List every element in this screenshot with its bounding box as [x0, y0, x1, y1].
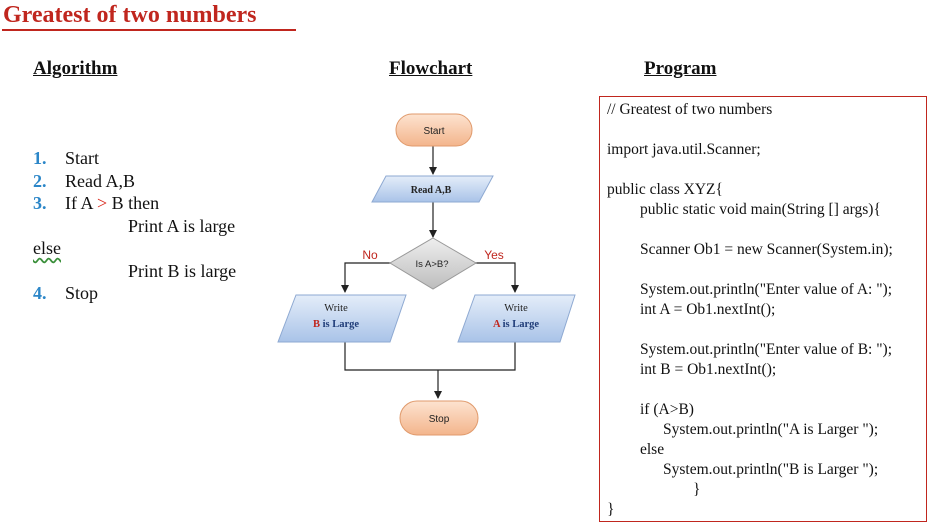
- step-text: Stop: [65, 283, 99, 303]
- code-line: System.out.println("Enter value of B: ")…: [640, 341, 893, 358]
- comparison-operator: >: [97, 193, 108, 213]
- flowchart-diagram: Start Read A,B Is A>B? No Yes Write B is…: [277, 113, 576, 436]
- code-line: public static void main(String [] args){: [640, 201, 881, 218]
- step-number: 2.: [33, 170, 47, 191]
- write-a-tail: is Large: [500, 319, 539, 330]
- code-line: import java.util.Scanner;: [607, 141, 761, 158]
- step-text: Start: [65, 148, 99, 168]
- merge-line: [344, 342, 516, 371]
- read-input-box: [371, 175, 494, 203]
- step-text: If A: [65, 193, 98, 213]
- stop-label: Stop: [429, 414, 450, 425]
- algo-step-3: 3. If A > B then: [33, 192, 236, 215]
- code-line: public class XYZ{: [607, 181, 723, 198]
- arrow-yes-branch: [473, 262, 519, 293]
- stop-terminal: [399, 400, 479, 436]
- decision-diamond: [389, 237, 477, 290]
- step-text: Read A,B: [65, 170, 135, 191]
- program-heading: Program: [644, 58, 717, 79]
- write-b-box: [277, 294, 407, 343]
- write-a-label: Write: [504, 303, 528, 314]
- write-a-box: [457, 294, 576, 343]
- code-line: System.out.println("A is Larger ");: [663, 421, 879, 438]
- write-b-text: B is Large: [313, 319, 359, 330]
- code-line: }: [693, 481, 701, 498]
- flowchart-heading: Flowchart: [389, 58, 473, 79]
- start-label: Start: [423, 126, 444, 137]
- code-line: // Greatest of two numbers: [607, 101, 773, 118]
- arrow-no-branch: [341, 262, 393, 293]
- step-number: 3.: [33, 193, 47, 213]
- code-line: }: [607, 501, 615, 518]
- code-line: int A = Ob1.nextInt();: [640, 301, 776, 318]
- title-underline: [2, 29, 296, 31]
- no-label: No: [362, 248, 378, 262]
- yes-label: Yes: [484, 248, 504, 262]
- algorithm-steps: 1. Start 2. Read A,B 3. If A > B then Print…: [33, 147, 236, 305]
- decision-label: Is A>B?: [415, 259, 448, 270]
- algo-step-4: 4. Stop: [33, 282, 236, 305]
- read-label: Read A,B: [411, 185, 452, 196]
- code-line: Scanner Ob1 = new Scanner(System.in);: [640, 241, 893, 258]
- algo-step-1: 1. Start: [33, 147, 236, 170]
- var-a: A: [493, 319, 501, 330]
- step-number: 1.: [33, 148, 47, 168]
- code-line: if (A>B): [640, 401, 694, 418]
- code-line: System.out.println("B is Larger ");: [663, 461, 879, 478]
- code-line: else: [640, 441, 665, 458]
- step-text: B then: [107, 193, 160, 213]
- write-a-text: A is Large: [493, 319, 539, 330]
- algo-else-branch: Print B is large: [128, 260, 237, 281]
- page-title: Greatest of two numbers: [3, 2, 257, 28]
- step-number: 4.: [33, 283, 47, 303]
- start-terminal: [395, 113, 473, 147]
- write-b-label: Write: [324, 303, 348, 314]
- program-code-box: // Greatest of two numbers import java.u…: [599, 96, 927, 522]
- var-b: B: [313, 319, 320, 330]
- algorithm-heading: Algorithm: [33, 58, 118, 79]
- algo-step-2: 2. Read A,B: [33, 170, 236, 193]
- write-b-tail: is Large: [320, 319, 359, 330]
- algo-then-branch: Print A is large: [128, 215, 236, 236]
- code-line: System.out.println("Enter value of A: ")…: [640, 281, 893, 298]
- code-line: int B = Ob1.nextInt();: [640, 361, 777, 378]
- algo-else: else: [33, 237, 236, 260]
- else-keyword: else: [33, 238, 61, 258]
